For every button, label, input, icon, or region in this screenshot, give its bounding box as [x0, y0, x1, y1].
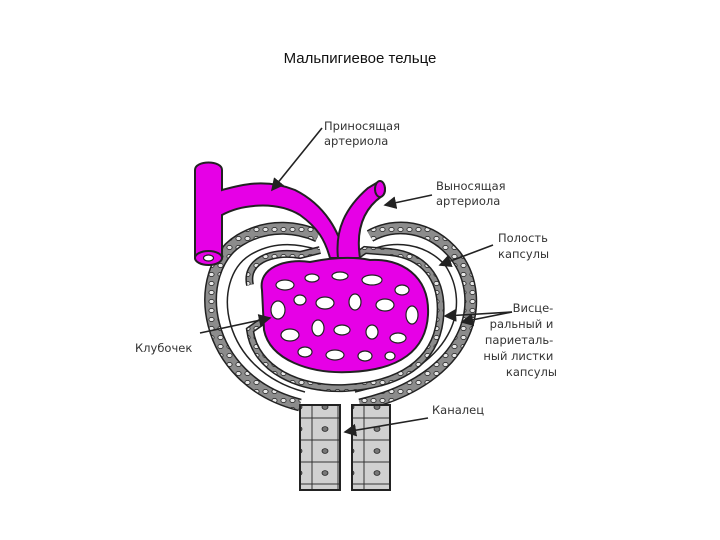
afferent-arteriole: [194, 161, 347, 266]
glomerulus: [260, 256, 430, 374]
pointer-lines: [199, 127, 513, 437]
efferent-arteriole-label: Выносящая артериола: [436, 179, 509, 208]
tubule: [299, 404, 391, 491]
capsule-layers-label: Висце- ральный и париеталь- ный листки к…: [483, 301, 557, 379]
efferent-arteriole: [336, 180, 386, 259]
capsule-cavity-label: Полость капсулы: [498, 231, 552, 261]
glomerulus-label: Клубочек: [135, 341, 192, 355]
capsule-visceral-layer: [245, 245, 445, 393]
tubule-label: Каналец: [432, 403, 484, 417]
page-title: Мальпигиевое тельце: [283, 50, 437, 67]
afferent-arteriole-label: Приносящая артериола: [324, 119, 404, 148]
